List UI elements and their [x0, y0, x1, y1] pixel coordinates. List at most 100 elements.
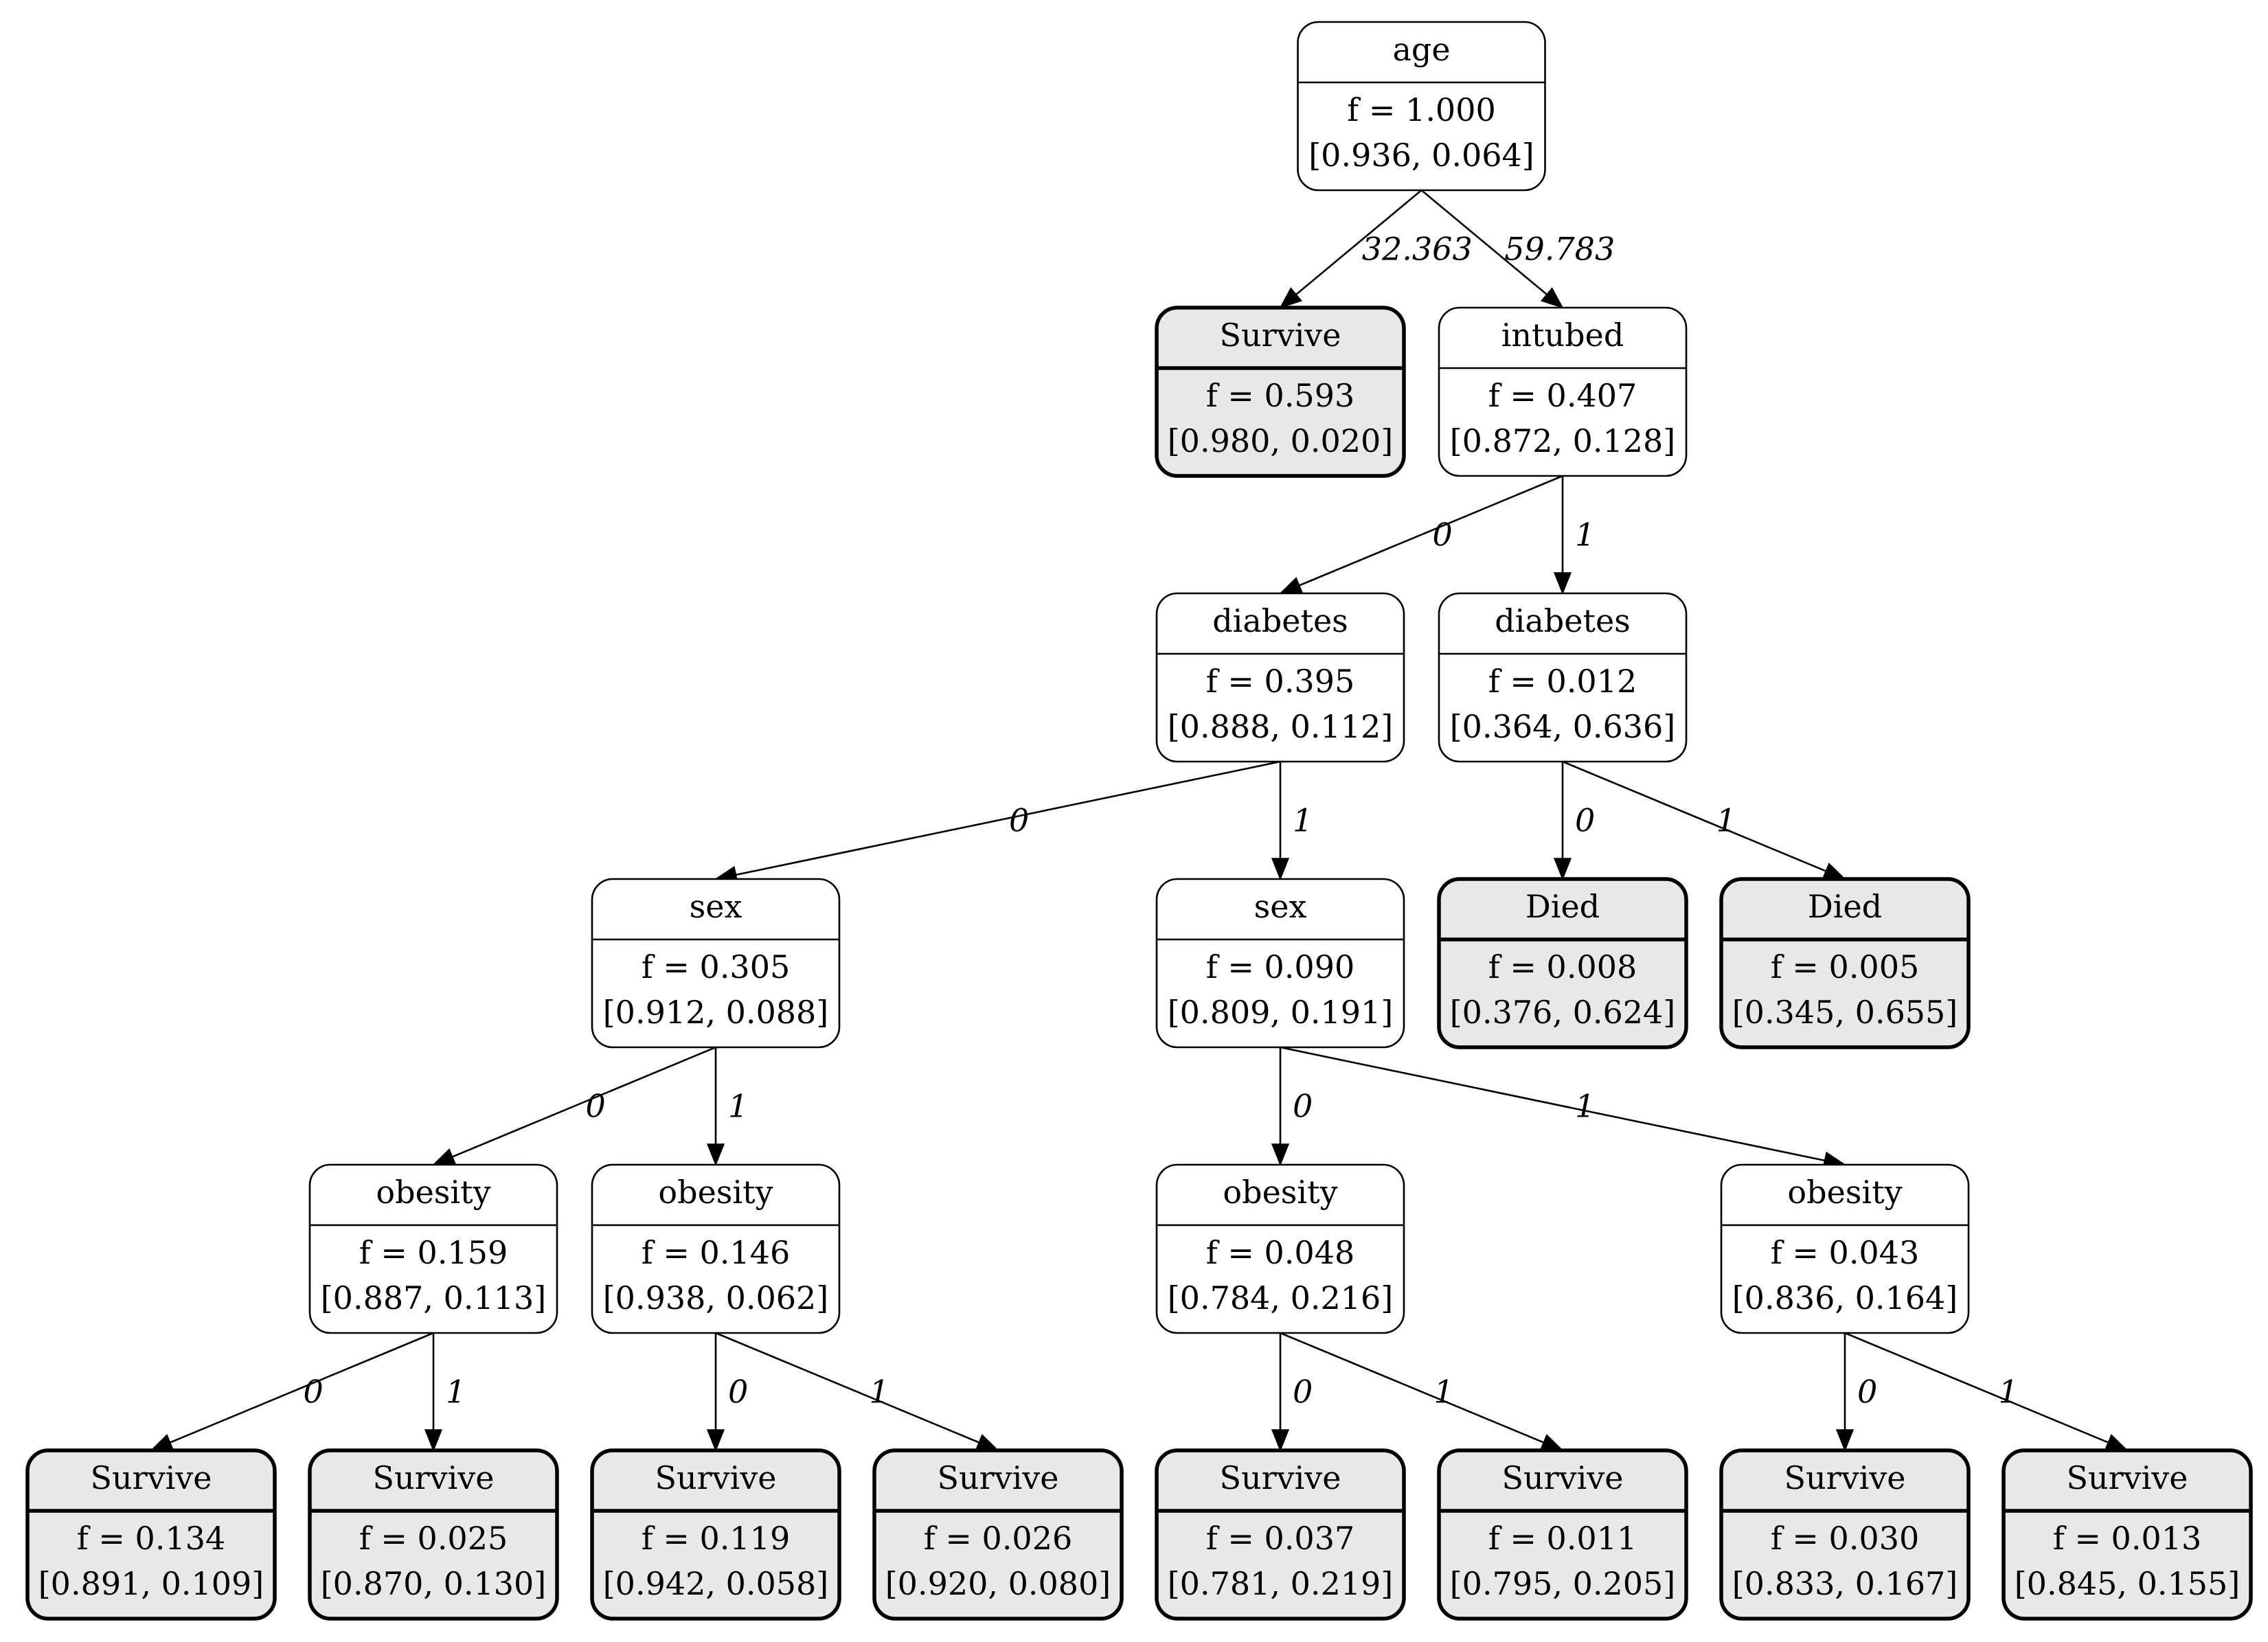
edge-arrowhead [706, 1429, 725, 1452]
edge-label: 1 [1999, 1373, 2019, 1411]
node-title: Survive [1219, 1459, 1341, 1496]
tree-edge: 0 [1835, 1333, 1877, 1452]
node-title: Survive [937, 1459, 1058, 1496]
split-node: obesity f = 0.043 [0.836, 0.164] [1720, 1163, 1970, 1334]
edge-line [715, 1332, 979, 1444]
edge-arrowhead [1271, 1143, 1290, 1167]
node-box [591, 878, 841, 1049]
edge-arrowhead [432, 1148, 457, 1165]
edge-label: 0 [728, 1373, 748, 1411]
node-fraction: f = 0.008 [1488, 948, 1637, 985]
tree-edge: 32.363 [1279, 190, 1473, 309]
node-fraction: f = 0.119 [642, 1520, 791, 1557]
edge-line [1299, 475, 1563, 586]
node-title: obesity [658, 1174, 773, 1211]
edge-label: 1 [1716, 802, 1736, 839]
node-distribution: [0.920, 0.080] [885, 1565, 1111, 1602]
edge-label: 59.783 [1504, 231, 1615, 268]
node-title: obesity [376, 1174, 490, 1211]
node-box [1437, 1448, 1688, 1621]
edge-line [736, 760, 1281, 876]
node-distribution: [0.781, 0.219] [1168, 1565, 1394, 1602]
node-box [1438, 306, 1688, 477]
edge-line [1562, 760, 1826, 872]
node-title: sex [690, 888, 742, 925]
tree-edge: 0 [706, 1333, 748, 1452]
node-fraction: f = 0.011 [1488, 1520, 1637, 1557]
node-title: Survive [1501, 1459, 1623, 1496]
tree-edge: 1 [1844, 1332, 2129, 1451]
tree-edge: 1 [1562, 760, 1846, 880]
node-fraction: f = 0.043 [1771, 1234, 1920, 1271]
node-fraction: f = 0.048 [1206, 1234, 1355, 1271]
node-distribution: [0.942, 0.058] [603, 1565, 829, 1602]
node-title: diabetes [1495, 602, 1631, 639]
edge-arrowhead [150, 1434, 174, 1451]
node-title: sex [1254, 888, 1307, 925]
edge-arrowhead [424, 1429, 443, 1452]
edge-line [1844, 1332, 2109, 1444]
node-title: Survive [2066, 1459, 2188, 1496]
node-title: Died [1526, 888, 1600, 925]
edge-arrowhead [1271, 858, 1290, 881]
tree-edge: 0 [432, 1046, 716, 1165]
edge-label: 1 [728, 1088, 748, 1125]
node-box [1720, 1163, 1970, 1334]
edge-arrowhead [975, 1434, 999, 1451]
edge-label: 0 [1293, 1373, 1313, 1411]
tree-edge: 0 [150, 1332, 434, 1451]
node-box [872, 1448, 1124, 1621]
node-fraction: f = 0.025 [359, 1520, 508, 1557]
node-title: diabetes [1212, 602, 1348, 639]
edge-arrowhead [1540, 287, 1564, 309]
node-box [1719, 1448, 1971, 1621]
node-fraction: f = 0.593 [1206, 377, 1355, 414]
node-distribution: [0.938, 0.062] [603, 1279, 829, 1316]
node-fraction: f = 0.159 [359, 1234, 508, 1271]
node-distribution: [0.888, 0.112] [1168, 708, 1394, 745]
node-distribution: [0.872, 0.128] [1450, 422, 1676, 459]
node-box [1438, 592, 1688, 763]
edge-label: 1 [1575, 1088, 1595, 1125]
edge-label: 0 [1433, 516, 1453, 554]
edge-label: 0 [1009, 802, 1029, 839]
node-box [308, 1448, 559, 1621]
node-distribution: [0.912, 0.088] [603, 994, 829, 1031]
node-fraction: f = 0.395 [1206, 663, 1355, 700]
node-fraction: f = 1.000 [1347, 91, 1496, 128]
node-fraction: f = 0.012 [1488, 663, 1637, 700]
node-distribution: [0.809, 0.191] [1168, 994, 1394, 1031]
node-fraction: f = 0.013 [2053, 1520, 2202, 1557]
edge-label: 1 [1293, 802, 1313, 839]
tree-edge: 0 [1271, 1047, 1313, 1167]
node-fraction: f = 0.005 [1771, 948, 1920, 985]
edge-label: 0 [304, 1373, 324, 1411]
node-box [308, 1163, 558, 1334]
node-box [1155, 592, 1405, 763]
node-title: obesity [1787, 1174, 1902, 1211]
edge-label: 1 [446, 1373, 466, 1411]
edge-arrowhead [1553, 858, 1572, 881]
node-fraction: f = 0.090 [1206, 948, 1355, 985]
node-distribution: [0.836, 0.164] [1732, 1279, 1958, 1316]
edge-label: 1 [1434, 1373, 1454, 1411]
node-distribution: [0.936, 0.064] [1308, 137, 1534, 174]
node-fraction: f = 0.134 [77, 1520, 226, 1557]
edge-label: 1 [1575, 516, 1595, 554]
node-title: Survive [1219, 317, 1341, 354]
tree-edge: 0 [1553, 762, 1595, 881]
edge-label: 0 [1575, 802, 1595, 839]
node-box [1719, 877, 1971, 1049]
edge-arrowhead [1279, 577, 1304, 594]
node-box [590, 1448, 841, 1621]
tree-edge: 1 [1280, 1332, 1564, 1451]
node-title: obesity [1223, 1174, 1337, 1211]
